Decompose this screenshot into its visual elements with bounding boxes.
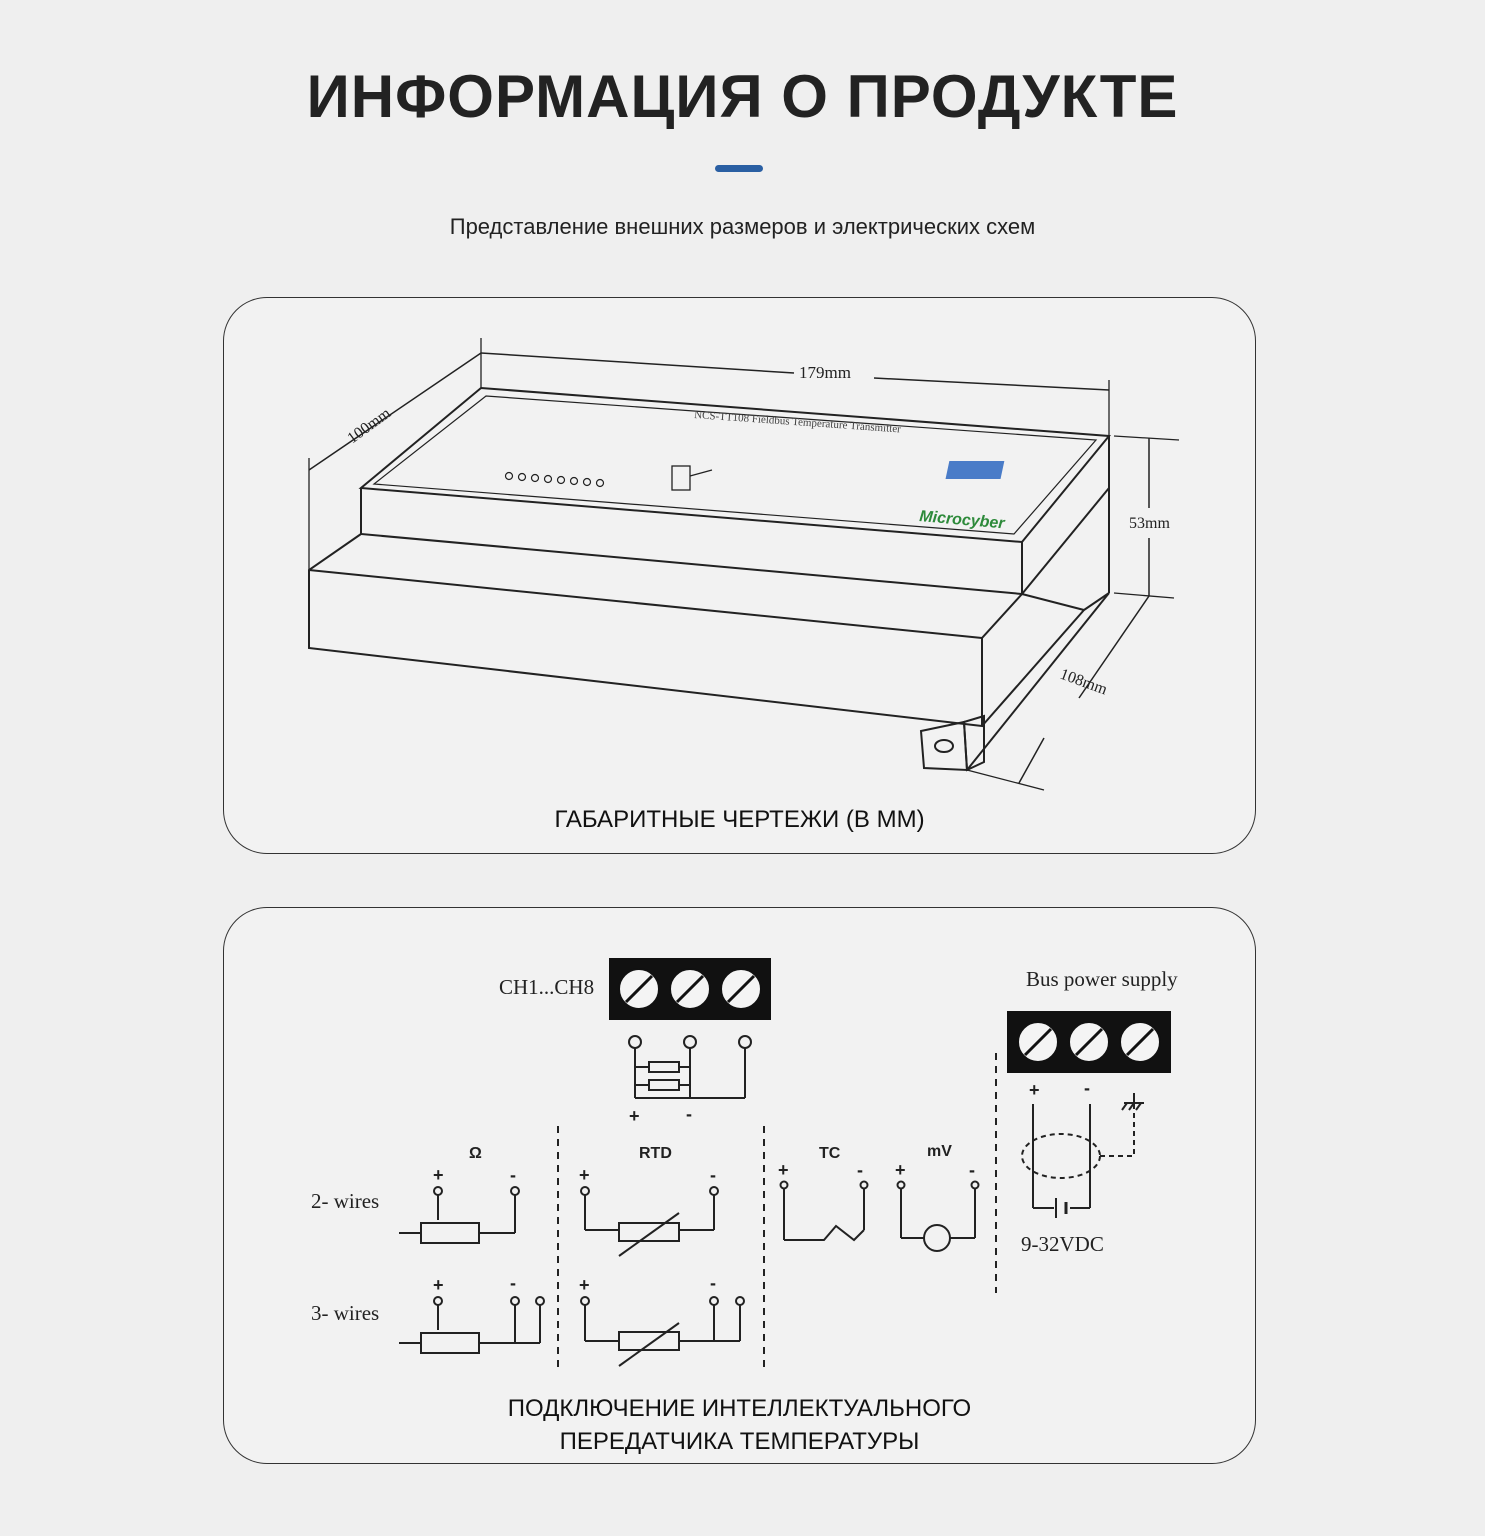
mv-plus: + [895,1160,906,1180]
page-subtitle: Представление внешних размеров и электри… [449,214,1036,239]
ch-minus-label: - [686,1104,692,1124]
rtd3-plus: + [579,1275,590,1295]
title-accent-bar [715,165,763,172]
ohm2-plus: + [433,1165,444,1185]
channel-label: CH1...CH8 [499,975,594,999]
three-wire-label: 3- wires [311,1301,379,1325]
rtd-header: RTD [639,1145,672,1162]
dim-height-label: 53mm [1129,515,1170,532]
dim-length-label: 179mm [799,363,851,382]
tc-plus: + [778,1160,789,1180]
mv-header: mV [927,1143,952,1160]
dimension-caption: ГАБАРИТНЫЕ ЧЕРТЕЖИ (В ММ) [554,806,925,833]
device-dimension-drawing: NCS-TT108 Fieldbus Temperature Transmitt… [308,338,1180,791]
ohm3-minus: - [510,1273,516,1293]
ohm-header: Ω [469,1145,482,1162]
wiring-caption: ПОДКЛЮЧЕНИЕ ИНТЕЛЛЕКТУАЛЬНОГО ПЕРЕДАТЧИК… [224,1392,1255,1458]
bus-power-label: Bus power supply [1026,967,1178,991]
dim-width-label: 100mm [344,404,394,447]
bus-plus: + [1029,1080,1040,1100]
page-title: ИНФОРМАЦИЯ О ПРОДУКТЕ [306,63,1179,130]
dim-depth-label: 108mm [1058,666,1110,699]
voltage-label: 9-32VDC [1021,1232,1104,1256]
brand-logo: Microcyber [919,508,1006,532]
ohm3-plus: + [433,1275,444,1295]
tc-header: TC [819,1145,841,1162]
bus-minus: - [1084,1078,1090,1098]
rtd2-minus: - [710,1165,716,1185]
dimension-drawing-panel: NCS-TT108 Fieldbus Temperature Transmitt… [223,297,1256,854]
wiring-caption-line2: ПЕРЕДАТЧИКА ТЕМПЕРАТУРЫ [559,1428,920,1455]
ohm2-minus: - [510,1165,516,1185]
wiring-caption-line1: ПОДКЛЮЧЕНИЕ ИНТЕЛЛЕКТУАЛЬНОГО [507,1395,972,1422]
wiring-diagram: CH1...CH8 + - Ω RTD TC mV 2- wires 3- wi… [311,958,1178,1368]
rtd3-minus: - [710,1273,716,1293]
rtd2-plus: + [579,1165,590,1185]
two-wire-label: 2- wires [311,1189,379,1213]
tc-minus: - [857,1160,863,1180]
fieldbus-logo [945,461,1005,479]
mv-minus: - [969,1160,975,1180]
wiring-diagram-panel: CH1...CH8 + - Ω RTD TC mV 2- wires 3- wi… [223,907,1256,1464]
ch-plus-label: + [629,1106,640,1126]
